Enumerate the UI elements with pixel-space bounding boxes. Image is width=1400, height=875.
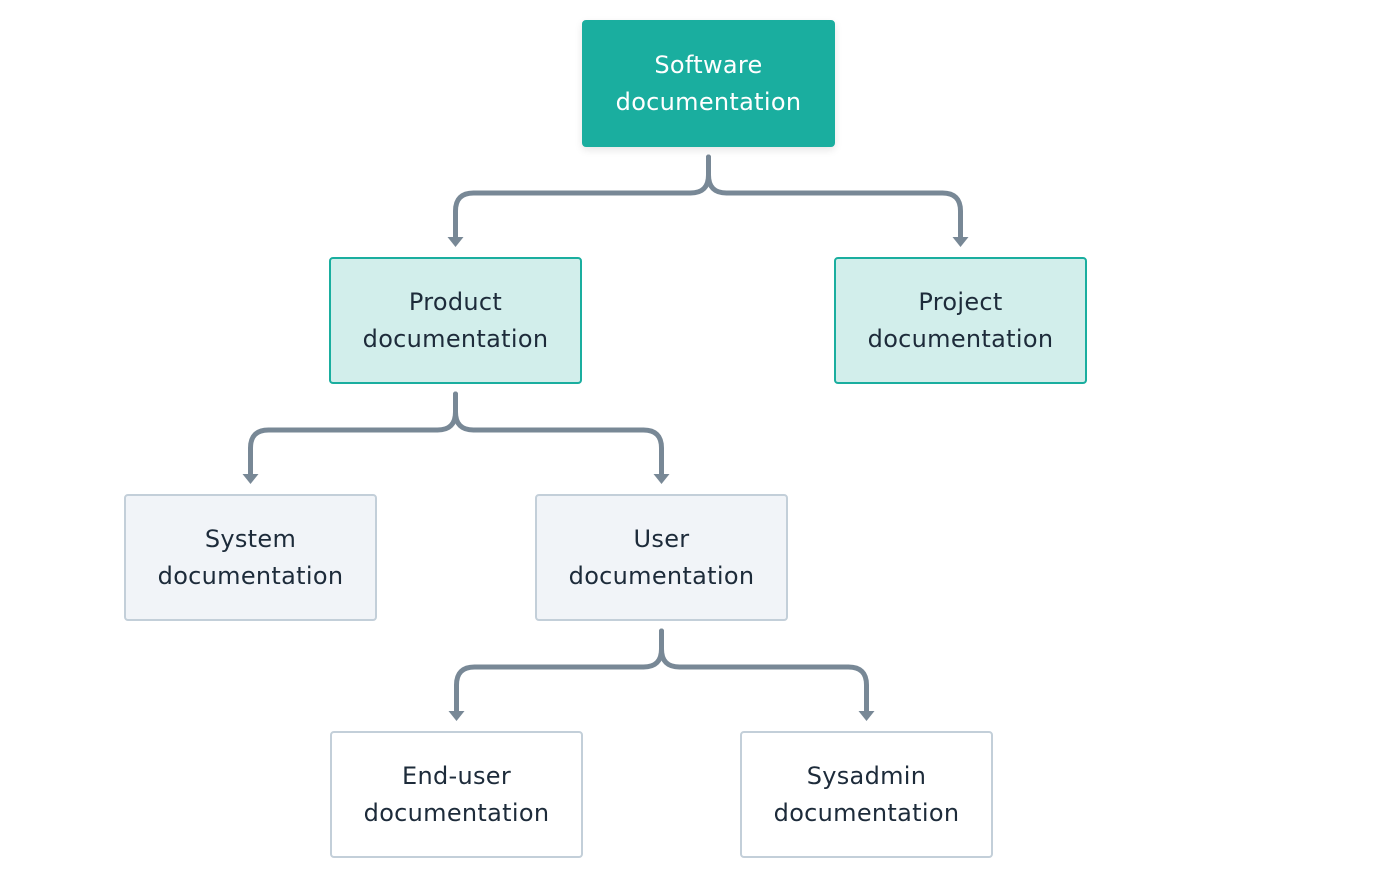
arrowhead-icon xyxy=(858,711,875,721)
node-label-line2: documentation xyxy=(362,324,549,353)
node-project-documentation[interactable]: Project documentation xyxy=(834,257,1087,384)
node-user-documentation[interactable]: User documentation xyxy=(535,494,788,621)
arrowhead-icon xyxy=(653,474,670,484)
node-label-line2: documentation xyxy=(568,561,755,590)
node-system-documentation[interactable]: System documentation xyxy=(124,494,377,621)
connector-user-to-sysadmin xyxy=(659,628,869,716)
node-label-line1: User xyxy=(633,524,690,553)
node-label-line1: Project xyxy=(918,287,1003,316)
node-label-line1: Sysadmin xyxy=(806,761,927,790)
connector-product-to-system xyxy=(248,391,458,479)
connector-software-to-project xyxy=(706,154,963,242)
node-label-line1: Product xyxy=(408,287,503,316)
arrowhead-icon xyxy=(448,711,465,721)
arrowhead-icon xyxy=(242,474,259,484)
node-label-line2: documentation xyxy=(773,798,960,827)
arrowhead-icon xyxy=(447,237,464,247)
connector-product-to-user xyxy=(453,391,664,479)
node-label-line1: System xyxy=(204,524,297,553)
node-label-line2: documentation xyxy=(157,561,344,590)
node-label-line2: documentation xyxy=(867,324,1054,353)
node-label-line1: End-user xyxy=(401,761,512,790)
node-label-line2: documentation xyxy=(363,798,550,827)
connector-software-to-product xyxy=(453,154,711,242)
node-label-line2: documentation xyxy=(615,87,802,116)
arrowhead-icon xyxy=(952,237,969,247)
node-software-documentation[interactable]: Software documentation xyxy=(582,20,835,147)
node-end-user-documentation[interactable]: End-user documentation xyxy=(330,731,583,858)
node-product-documentation[interactable]: Product documentation xyxy=(329,257,582,384)
node-sysadmin-documentation[interactable]: Sysadmin documentation xyxy=(740,731,993,858)
node-label-line1: Software xyxy=(654,50,763,79)
connector-user-to-enduser xyxy=(454,628,664,716)
